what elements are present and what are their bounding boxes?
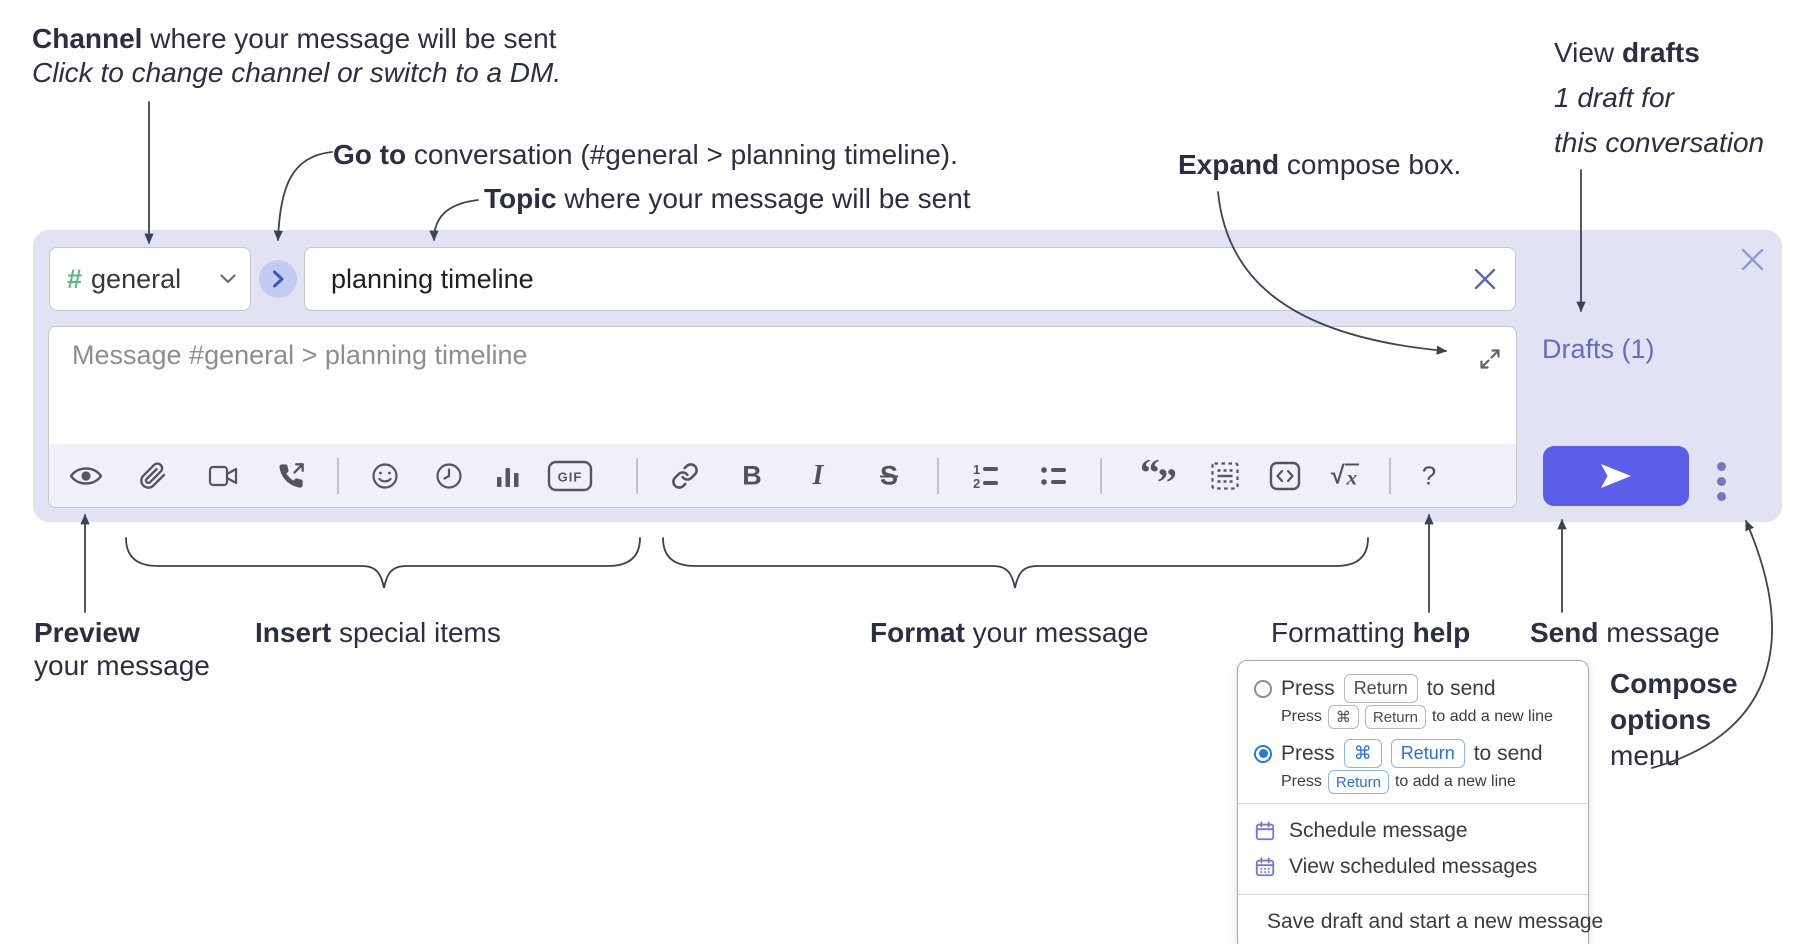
message-textarea[interactable]: Message #general > planning timeline [48, 326, 1517, 508]
topic-value: planning timeline [331, 263, 534, 294]
topic-annotation: Topic where your message will be sent [484, 183, 971, 214]
compose-box: # general planning timeline Message #gen… [33, 230, 1782, 522]
bold-icon[interactable]: B [742, 460, 762, 490]
quote-icon[interactable]: “” [1140, 460, 1178, 492]
return-key-chip: Return [1343, 674, 1418, 703]
return-key-chip: Return [1364, 705, 1426, 729]
voice-call-icon[interactable] [277, 462, 305, 490]
cmd-key-chip: ⌘ [1327, 705, 1359, 729]
link-icon[interactable] [671, 462, 699, 490]
go-to-conversation-button[interactable] [259, 260, 297, 298]
send-annotation: Send message [1530, 617, 1720, 648]
toolbar-divider [1100, 457, 1102, 494]
topic-input[interactable]: planning timeline [304, 247, 1516, 311]
cmd-enter-sends-option[interactable]: Press ⌘ Return to send [1238, 736, 1588, 771]
preview-eye-icon[interactable] [69, 463, 103, 489]
message-placeholder: Message #general > planning timeline [72, 340, 528, 370]
strikethrough-icon[interactable]: S [879, 460, 899, 490]
expand-annotation: Expand compose box. [1178, 149, 1462, 180]
poll-chart-icon[interactable] [495, 463, 521, 489]
channel-name: general [91, 263, 182, 294]
goto-arrow [273, 151, 333, 242]
channel-annotation-sub: Click to change channel or switch to a D… [32, 57, 562, 88]
math-icon[interactable]: √x [1330, 461, 1360, 489]
toolbar-divider [937, 457, 939, 494]
italic-icon[interactable]: I [812, 459, 824, 491]
cmd-enter-sends-option-hint: Press Return to add a new line [1238, 770, 1588, 794]
spoiler-icon[interactable] [1210, 461, 1240, 491]
expand-compose-icon[interactable] [1478, 347, 1502, 371]
channel-hash-icon: # [67, 263, 83, 294]
toolbar-divider [337, 457, 339, 494]
compose-options-annotation: Compose options menu [1610, 668, 1738, 771]
menu-item-schedule-message[interactable]: Schedule message [1238, 813, 1588, 849]
svg-text:”: ” [1157, 460, 1177, 492]
return-key-chip: Return [1390, 739, 1465, 768]
close-compose-icon[interactable] [1739, 246, 1766, 273]
svg-text:GIF: GIF [558, 469, 583, 484]
schedule-clock-icon[interactable] [435, 462, 463, 490]
insert-brace [125, 537, 641, 589]
menu-item-view-scheduled[interactable]: View scheduled messages [1238, 849, 1588, 885]
code-icon[interactable] [1269, 461, 1301, 491]
calendar-grid-icon [1255, 857, 1275, 877]
enter-sends-option-hint: Press ⌘ Return to add a new line [1238, 705, 1588, 729]
enter-sends-option[interactable]: Press Return to send [1238, 671, 1588, 706]
goto-annotation: Go to conversation (#general > planning … [333, 139, 958, 170]
channel-selector[interactable]: # general [49, 247, 251, 311]
video-call-icon[interactable] [208, 464, 238, 488]
bulleted-list-icon[interactable] [1040, 462, 1068, 490]
drafts-annotation: View drafts 1 draft for this conversatio… [1554, 37, 1765, 158]
drafts-link[interactable]: Drafts (1) [1542, 334, 1655, 364]
radio-unselected-icon[interactable] [1254, 679, 1272, 698]
calendar-icon [1255, 821, 1275, 841]
formatting-help-annotation: Formatting help [1271, 617, 1471, 648]
emoji-icon[interactable] [371, 462, 399, 490]
channel-annotation: Channel where your message will be sent [32, 23, 557, 54]
svg-text:1: 1 [973, 462, 980, 477]
chevron-right-icon [272, 270, 283, 288]
attach-file-icon[interactable] [139, 461, 167, 490]
svg-text:“: “ [1140, 460, 1160, 492]
compose-options-menu: Press Return to send Press ⌘ Return to a… [1237, 660, 1603, 944]
radio-selected-icon[interactable] [1254, 744, 1272, 763]
insert-annotation: Insert special items [255, 617, 501, 648]
menu-item-save-draft[interactable]: Save draft and start a new message [1238, 904, 1603, 940]
send-button[interactable] [1543, 446, 1689, 506]
toolbar-divider [636, 457, 638, 494]
return-key-chip: Return [1327, 770, 1389, 794]
toolbar-divider [1389, 457, 1391, 494]
format-annotation: Format your message [870, 617, 1149, 648]
gif-icon[interactable]: GIF [547, 460, 593, 492]
formatting-help-icon[interactable]: ? [1421, 460, 1437, 490]
cmd-key-chip: ⌘ [1343, 739, 1382, 768]
menu-divider [1238, 803, 1588, 804]
svg-text:2: 2 [973, 476, 980, 490]
menu-divider [1238, 894, 1588, 895]
format-brace [662, 537, 1369, 589]
compose-options-kebab-icon[interactable] [1713, 458, 1730, 505]
send-plane-icon [1601, 464, 1631, 488]
chevron-down-icon [220, 274, 236, 284]
clear-topic-icon[interactable] [1473, 267, 1497, 291]
